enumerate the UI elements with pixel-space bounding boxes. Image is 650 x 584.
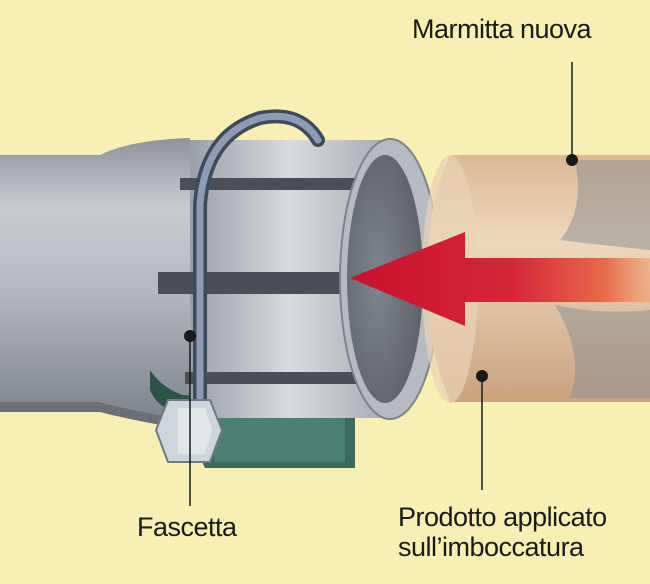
hex-nut [154, 399, 224, 463]
new-muffler-label: Marmitta nuova [412, 14, 592, 44]
old-pipe [0, 138, 190, 430]
clamp-label: Fascetta [137, 512, 237, 542]
clamp-band [193, 109, 325, 427]
applied-product-label-line2: sull’imboccatura [398, 532, 584, 562]
leader-lines [184, 62, 578, 506]
insertion-arrow [350, 232, 650, 326]
applied-product-label-line1: Prodotto applicato [398, 502, 607, 532]
applied-product-label: Prodotto applicato sull’imboccatura [398, 502, 607, 562]
